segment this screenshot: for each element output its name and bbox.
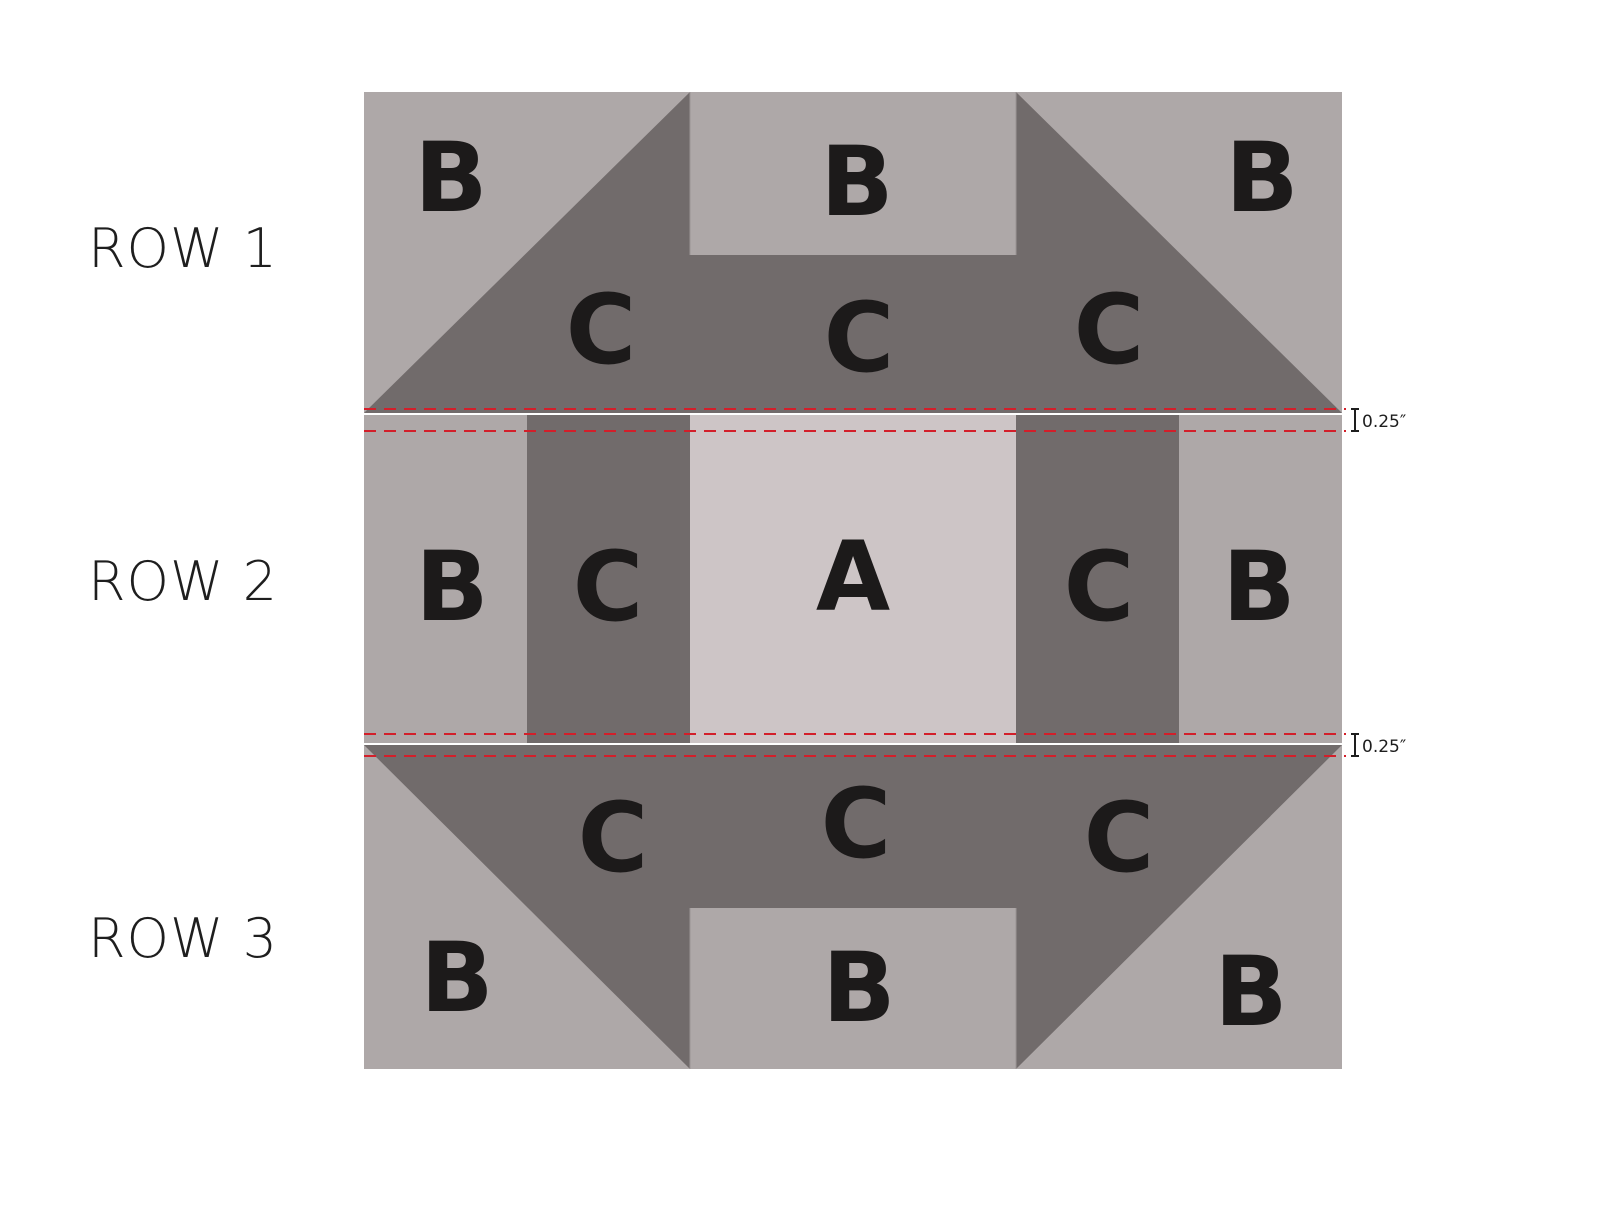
- row-3-b-right-letter: B: [1214, 936, 1287, 1048]
- row-2-c-right-letter: C: [1064, 531, 1134, 643]
- dimension-marker-upper: [1351, 408, 1359, 432]
- row-2-b-right: [1179, 415, 1342, 743]
- row-3-c-center-letter: C: [821, 768, 891, 880]
- row-2-c-right: [1016, 415, 1179, 743]
- row-1-c-piece: [364, 92, 1342, 413]
- row-3-c-piece: [364, 745, 1342, 1069]
- row-2-unit: [364, 415, 1342, 743]
- row-3-b-left-letter: B: [420, 922, 493, 1034]
- row-1-c-center-letter: C: [824, 282, 894, 394]
- row-3-unit: [364, 745, 1342, 1069]
- row-3-c-right-letter: C: [1084, 782, 1154, 894]
- row-2-b-left-letter: B: [415, 531, 488, 643]
- row-1-b-left-letter: B: [414, 122, 487, 234]
- row-3-c-left-letter: C: [578, 782, 648, 894]
- row-2-c-left-letter: C: [573, 531, 643, 643]
- row-3-label: ROW 3: [88, 907, 278, 970]
- row-1-b-center-letter: B: [820, 126, 893, 238]
- row-1-b-right-letter: B: [1225, 122, 1298, 234]
- seam-allowance-lower-label: 0.25″: [1362, 737, 1406, 757]
- dimension-marker-lower: [1351, 733, 1359, 757]
- row-2-a-center-letter: A: [816, 521, 890, 633]
- seam-allowance-upper-label: 0.25″: [1362, 412, 1406, 432]
- row-1-label: ROW 1: [88, 217, 278, 280]
- row-2-b-left: [364, 415, 527, 743]
- row-2-c-left: [527, 415, 690, 743]
- row-1-unit: [364, 92, 1342, 413]
- row-2-b-right-letter: B: [1222, 531, 1295, 643]
- row-3-b-center-letter: B: [822, 932, 895, 1044]
- seam-lines: [364, 408, 1346, 757]
- row-1-c-right-letter: C: [1074, 274, 1144, 386]
- row-1-c-left-letter: C: [566, 274, 636, 386]
- row-2-label: ROW 2: [88, 550, 278, 613]
- row-2-a-center: [690, 415, 1016, 743]
